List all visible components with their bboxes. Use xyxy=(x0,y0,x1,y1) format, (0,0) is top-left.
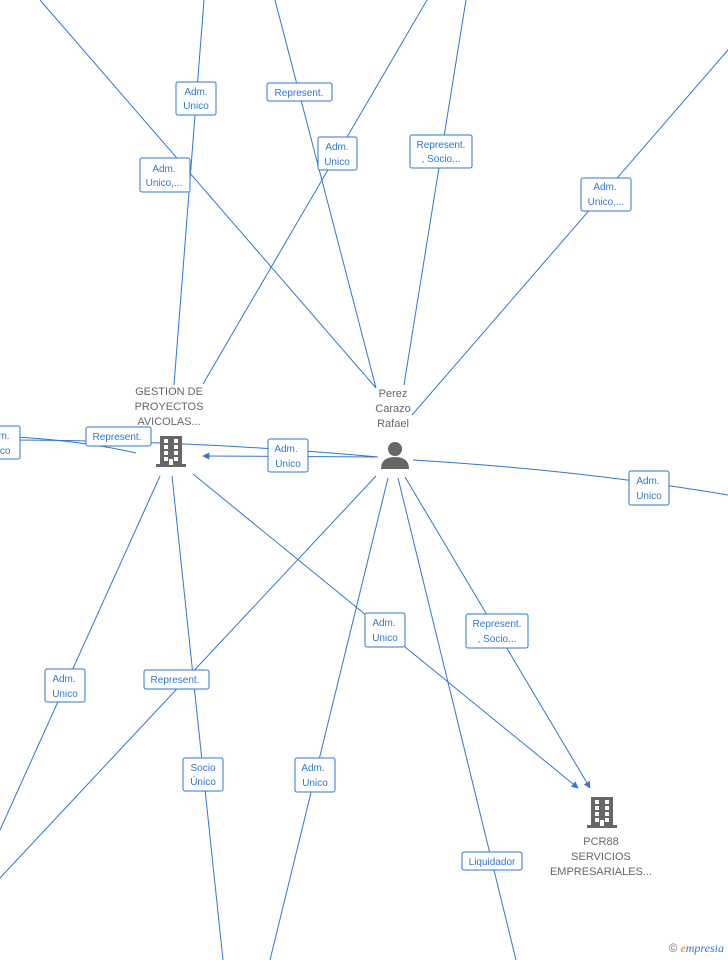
edge-label[interactable]: Adm. Unico xyxy=(267,438,309,473)
edge-label-box xyxy=(175,81,217,116)
edge-label-line: Represent. xyxy=(275,88,324,99)
node-label-line: Perez xyxy=(379,388,408,400)
empresia-watermark: © empresia xyxy=(669,941,724,956)
brand-name: mpresia xyxy=(685,941,724,955)
edge-label-box xyxy=(182,757,224,792)
edge-label-line: Unico xyxy=(183,101,209,112)
edge-label-line: Unico,... xyxy=(146,178,183,189)
edge-label[interactable]: Represent. xyxy=(266,82,333,102)
edge-label-box xyxy=(0,425,21,460)
edge-label-line: Unico,... xyxy=(588,197,625,208)
edge-label[interactable]: Liquidador xyxy=(461,851,523,871)
edge-label[interactable]: m. ico xyxy=(0,425,21,460)
edge-label-line: Adm. xyxy=(184,87,207,98)
edge-line xyxy=(0,475,161,831)
edge-label-line: Represent. xyxy=(151,675,200,686)
edge-label[interactable]: Represent. xyxy=(143,669,210,690)
node-label-line: EMPRESARIALES... xyxy=(550,866,652,878)
edge-label[interactable]: Adm. Unico xyxy=(294,757,336,793)
edge-label-line: Adm. xyxy=(325,142,348,153)
edge-label[interactable]: Represent. , Socio... xyxy=(409,134,473,169)
node-perez[interactable]: Perez Carazo Rafael xyxy=(375,388,411,469)
edge-label-line: m. xyxy=(0,431,10,442)
edge-label-line: Socio xyxy=(190,763,215,774)
building-icon xyxy=(156,436,186,467)
edge-label-line: Unico xyxy=(324,157,350,168)
edge-line xyxy=(171,475,224,960)
edge-label-box xyxy=(294,757,336,793)
edge-label-box xyxy=(317,136,358,171)
edge-label[interactable]: Adm. Unico,... xyxy=(139,157,191,193)
edge-label-box xyxy=(85,426,152,447)
edge-label-line: Unico xyxy=(636,491,662,502)
node-label-line: SERVICIOS xyxy=(571,851,631,863)
brand-initial: e xyxy=(680,941,686,955)
edge-label-line: Adm. xyxy=(301,763,324,774)
node-label-line: PCR88 xyxy=(583,836,618,848)
edge-label-line: Represent. xyxy=(417,140,466,151)
edge-label-line: ico xyxy=(0,446,11,457)
node-label-line: Carazo xyxy=(375,403,410,415)
edge-label-box xyxy=(465,613,529,649)
edge-line xyxy=(173,0,205,386)
node-label-line: Rafael xyxy=(377,418,409,430)
edge-label-box xyxy=(580,177,632,212)
edge-label-line: Liquidador xyxy=(469,857,516,868)
edge-label[interactable]: Adm. Unico xyxy=(175,81,217,116)
edge-label[interactable]: Adm. Unico,... xyxy=(580,177,632,212)
edge-label-line: Represent. xyxy=(93,432,142,443)
edge-label-box xyxy=(143,669,210,690)
edge-label-line: Adm. xyxy=(593,182,616,193)
edge-label-box xyxy=(139,157,191,193)
edge-label-line: Adm. xyxy=(152,164,175,175)
edge-label-line: Unico xyxy=(302,778,328,789)
edge-label[interactable]: Represent. , Socio... xyxy=(465,613,529,649)
edge-label-line: Único xyxy=(190,775,216,788)
edge-line xyxy=(39,0,377,389)
edge-label-line: Unico xyxy=(372,633,398,644)
edge-label-box xyxy=(409,134,473,169)
edge-line xyxy=(403,0,467,386)
edge-label-line: Adm. xyxy=(636,476,659,487)
edge-label-line: Unico xyxy=(52,689,78,700)
edge-label[interactable]: Adm. Unico xyxy=(44,668,86,703)
edge-label-box xyxy=(628,470,670,506)
edge-label-box xyxy=(364,612,406,648)
edge-label-box xyxy=(267,438,309,473)
node-label-line: PROYECTOS xyxy=(135,401,204,413)
copyright-symbol: © xyxy=(668,941,678,955)
edge-label[interactable]: Represent. xyxy=(85,426,152,447)
person-icon xyxy=(381,442,409,469)
building-icon xyxy=(587,797,617,828)
edge-label-box xyxy=(266,82,333,102)
edge-label[interactable]: Adm. Unico xyxy=(364,612,406,648)
edge-line xyxy=(269,477,389,960)
edge-labels: Adm. Unico Represent. Adm. Unico,... Adm… xyxy=(0,81,670,871)
node-label-line: AVICOLAS... xyxy=(137,416,200,428)
edge-label[interactable]: Socio Único xyxy=(182,757,224,792)
edge-label[interactable]: Adm. Unico xyxy=(628,470,670,506)
edge-label-line: Unico xyxy=(275,459,301,470)
edge-line xyxy=(397,477,517,960)
node-label-line: GESTION DE xyxy=(135,386,203,398)
edge-label-box xyxy=(461,851,523,871)
edge-line xyxy=(0,439,379,458)
edge-label-line: , Socio... xyxy=(478,634,517,645)
edge-label-line: Represent. xyxy=(473,619,522,630)
edge-line xyxy=(412,459,728,496)
node-gestion[interactable]: GESTION DE PROYECTOS AVICOLAS... xyxy=(135,386,204,467)
edge-label-line: Adm. xyxy=(274,444,297,455)
edge-line xyxy=(411,49,728,416)
edge-label-box xyxy=(44,668,86,703)
edge-line xyxy=(274,0,377,389)
edge-label[interactable]: Adm. Unico xyxy=(317,136,358,171)
node-pcr88[interactable]: PCR88 SERVICIOS EMPRESARIALES... xyxy=(550,797,652,878)
edge-label-line: , Socio... xyxy=(422,154,461,165)
edge-label-line: Adm. xyxy=(52,674,75,685)
edge-line xyxy=(202,0,428,385)
edge-label-line: Adm. xyxy=(372,618,395,629)
